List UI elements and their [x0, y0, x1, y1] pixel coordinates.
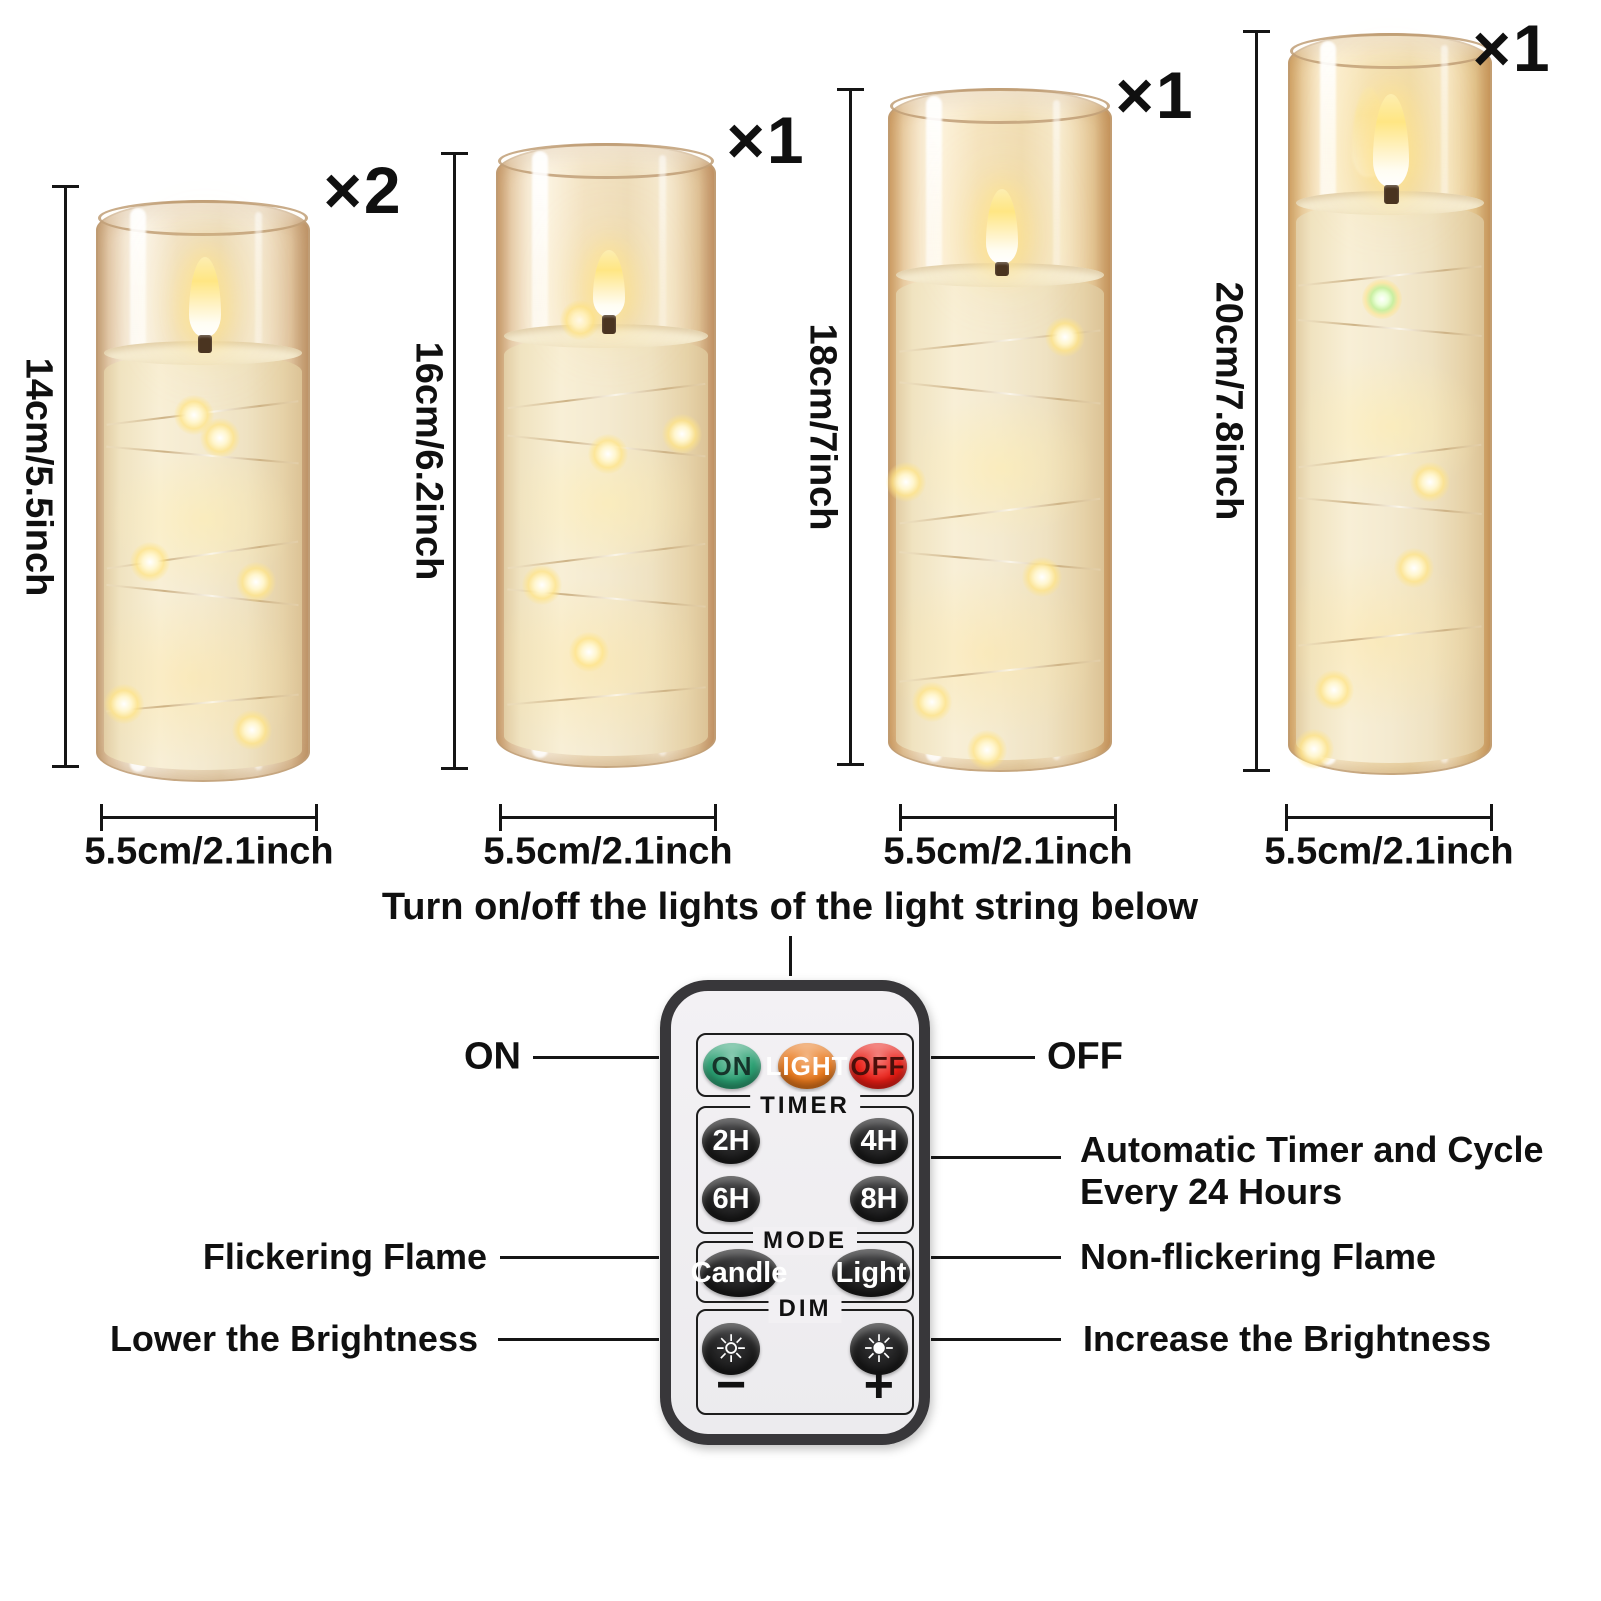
power-button-group: ON LIGHT OFF — [696, 1033, 914, 1097]
candle-glass-4 — [1288, 33, 1492, 775]
string-light — [967, 730, 1007, 770]
string-light — [1362, 279, 1402, 319]
callout-line-flicker — [500, 1256, 659, 1259]
dim-section: DIM ☼ ☀ − + — [696, 1295, 914, 1415]
flickering-flame-label: Flickering Flame — [202, 1236, 487, 1277]
remote-control: ON LIGHT OFF TIMER 2H 4H 6H 8H MODE Cand… — [660, 980, 930, 1445]
height-dimension-label: 16cm/6.2inch — [407, 341, 450, 581]
callout-line-lower — [498, 1338, 659, 1341]
height-dimension-arrow — [52, 185, 79, 768]
string-light — [912, 682, 952, 722]
off-button: OFF — [849, 1043, 907, 1089]
light-button: LIGHT — [766, 1043, 848, 1089]
height-dimension-label: 20cm/7.8inch — [1207, 281, 1250, 521]
bright-sun-icon: ☀ — [861, 1327, 897, 1371]
width-dimension-label: 5.5cm/2.1inch — [84, 830, 334, 873]
string-light — [522, 565, 562, 605]
quantity-label: ×1 — [1115, 58, 1195, 132]
candle-glass-3 — [886, 88, 1112, 772]
caption-pointer-line — [789, 936, 792, 976]
height-dimension-label: 18cm/7inch — [801, 323, 844, 531]
width-dimension-arrow — [499, 804, 717, 831]
string-light — [886, 462, 926, 502]
timer-section: TIMER 2H 4H 6H 8H — [696, 1092, 914, 1234]
mode-light-button: Light — [832, 1249, 910, 1297]
mode-candle-button: Candle — [691, 1249, 787, 1297]
string-light — [569, 632, 609, 672]
lower-brightness-label: Lower the Brightness — [109, 1318, 478, 1359]
wick — [198, 335, 212, 353]
string-light — [1314, 670, 1354, 710]
flame — [593, 250, 625, 317]
timer-4h-button: 4H — [850, 1118, 908, 1164]
string-light — [104, 684, 144, 724]
quantity-label: ×2 — [323, 153, 403, 227]
width-dimension-label: 5.5cm/2.1inch — [483, 830, 733, 873]
timer-6h-button: 6H — [702, 1176, 760, 1222]
string-light — [232, 710, 272, 750]
string-light — [1294, 729, 1334, 769]
candle-glass-1 — [96, 200, 310, 782]
width-dimension-label: 5.5cm/2.1inch — [1264, 830, 1514, 873]
height-dimension-label: 14cm/5.5inch — [17, 357, 60, 597]
timer-callout-line2: Every 24 Hours — [1080, 1171, 1343, 1212]
string-light — [200, 418, 240, 458]
mode-section-title: MODE — [753, 1227, 857, 1255]
string-light — [1394, 548, 1434, 588]
height-dimension-arrow — [837, 88, 864, 766]
string-light — [588, 434, 628, 474]
off-callout-label: OFF — [1047, 1035, 1123, 1078]
increase-brightness-label: Increase the Brightness — [1083, 1318, 1492, 1359]
timer-callout-line1: Automatic Timer and Cycle — [1080, 1129, 1544, 1170]
height-dimension-arrow — [1243, 30, 1270, 772]
non-flickering-flame-label: Non-flickering Flame — [1080, 1236, 1437, 1277]
dim-section-title: DIM — [768, 1295, 842, 1323]
width-dimension-arrow — [1285, 804, 1493, 831]
string-light — [1410, 462, 1450, 502]
candle-glass-2 — [496, 143, 716, 768]
glass-rim — [498, 143, 714, 179]
width-dimension-arrow — [899, 804, 1117, 831]
string-light — [560, 300, 600, 340]
flame — [189, 257, 221, 337]
callout-line-timer — [931, 1156, 1061, 1159]
timer-8h-button: 8H — [850, 1176, 908, 1222]
quantity-label: ×1 — [1472, 11, 1552, 85]
minus-label: − — [716, 1356, 747, 1414]
width-dimension-label: 5.5cm/2.1inch — [883, 830, 1133, 873]
callout-line-off — [931, 1056, 1035, 1059]
wick — [602, 315, 616, 334]
timer-section-title: TIMER — [750, 1092, 860, 1120]
string-light — [1045, 317, 1085, 357]
plus-label: + — [863, 1356, 894, 1414]
brighten-button: ☀ — [850, 1323, 908, 1375]
callout-line-on — [533, 1056, 659, 1059]
on-callout-label: ON — [464, 1035, 521, 1078]
string-light — [1022, 557, 1062, 597]
string-light — [662, 414, 702, 454]
callout-line-nonflicker — [931, 1256, 1061, 1259]
mode-section: MODE Candle Light — [691, 1227, 914, 1303]
dim-down-button: ☼ — [702, 1323, 760, 1375]
timer-2h-button: 2H — [702, 1118, 760, 1164]
height-dimension-arrow — [441, 152, 468, 770]
callout-line-increase — [931, 1338, 1061, 1341]
flame — [986, 189, 1018, 264]
quantity-label: ×1 — [726, 103, 806, 177]
width-dimension-arrow — [100, 804, 318, 831]
string-light — [130, 542, 170, 582]
on-button: ON — [703, 1043, 761, 1089]
string-light — [236, 562, 276, 602]
remote-caption: Turn on/off the lights of the light stri… — [381, 886, 1199, 928]
dim-sun-icon: ☼ — [713, 1327, 749, 1371]
wick — [1384, 185, 1399, 204]
wick — [995, 262, 1009, 276]
glass-rim — [890, 88, 1110, 124]
